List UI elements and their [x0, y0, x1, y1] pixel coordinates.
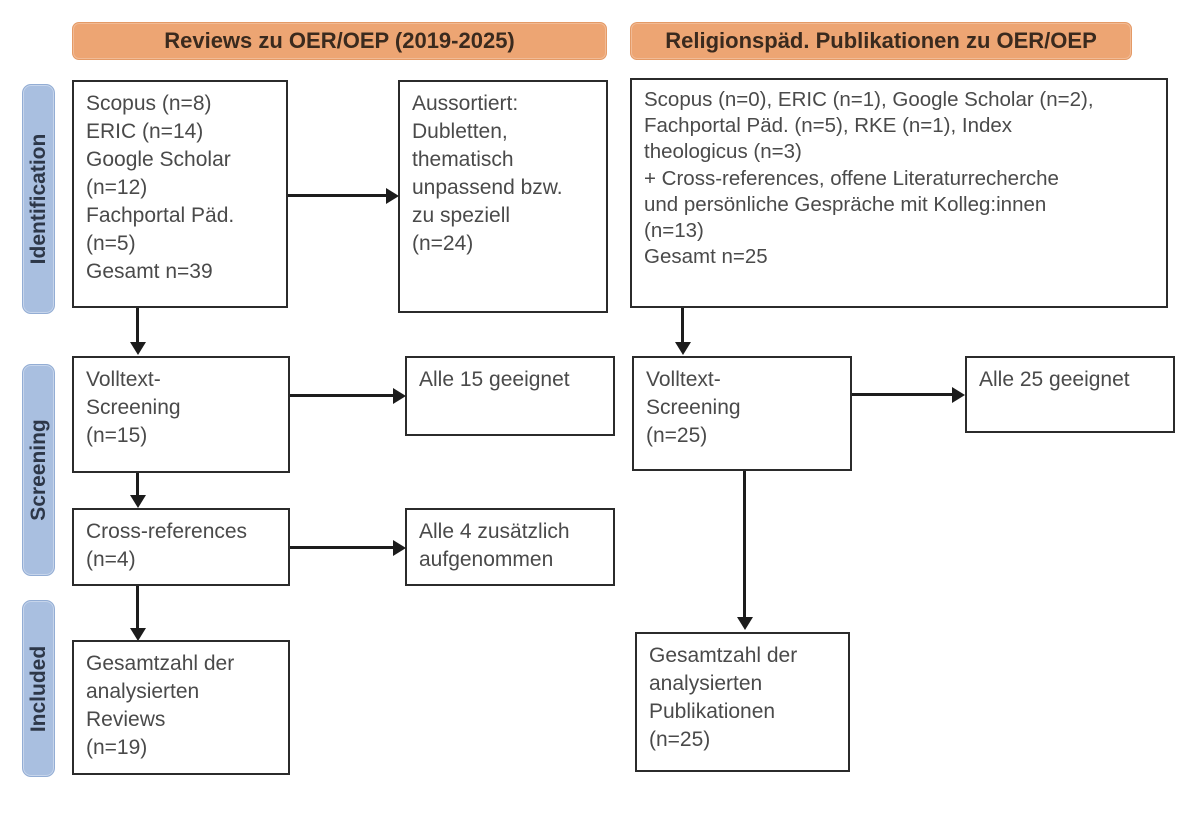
box-left-excluded: Aussortiert: Dubletten, thematisch unpas… — [398, 80, 608, 313]
box-left-all-suitable: Alle 15 geeignet — [405, 356, 615, 436]
arrowhead-left-sources-to-excluded — [386, 188, 399, 204]
box-left-fulltext-screening: Volltext- Screening (n=15) — [72, 356, 290, 473]
connector-right-sources-to-screening — [681, 308, 684, 344]
column-banner-reviews: Reviews zu OER/OEP (2019-2025) — [72, 22, 607, 60]
connector-left-screening-to-suitable — [290, 394, 393, 397]
box-right-identification-sources: Scopus (n=0), ERIC (n=1), Google Scholar… — [630, 78, 1168, 308]
connector-left-sources-to-excluded — [288, 194, 386, 197]
connector-left-screening-to-crossrefs — [136, 473, 139, 497]
stage-label-included-text: Included — [26, 645, 50, 732]
arrowhead-right-screening-to-included — [737, 617, 753, 630]
connector-left-sources-to-screening — [136, 308, 139, 344]
box-right-included-total: Gesamtzahl der analysierten Publikatione… — [635, 632, 850, 772]
arrowhead-left-crossrefs-to-included — [130, 628, 146, 641]
stage-label-screening-text: Screening — [26, 419, 50, 521]
column-banner-religionspaed-text: Religionspäd. Publikationen zu OER/OEP — [665, 28, 1097, 53]
box-left-all-added: Alle 4 zusätzlich aufgenommen — [405, 508, 615, 586]
stage-label-included: Included — [22, 600, 55, 777]
arrowhead-right-screening-to-suitable — [952, 387, 965, 403]
stage-label-identification: Identification — [22, 84, 55, 314]
arrowhead-left-crossrefs-to-added — [393, 540, 406, 556]
arrowhead-left-screening-to-suitable — [393, 388, 406, 404]
arrowhead-left-sources-to-screening — [130, 342, 146, 355]
box-right-fulltext-screening: Volltext- Screening (n=25) — [632, 356, 852, 471]
box-left-cross-references: Cross-references (n=4) — [72, 508, 290, 586]
column-banner-religionspaed: Religionspäd. Publikationen zu OER/OEP — [630, 22, 1132, 60]
box-left-identification-sources: Scopus (n=8) ERIC (n=14) Google Scholar … — [72, 80, 288, 308]
arrowhead-left-screening-to-crossrefs — [130, 495, 146, 508]
connector-right-screening-to-included — [743, 471, 746, 619]
column-banner-reviews-text: Reviews zu OER/OEP (2019-2025) — [164, 28, 515, 53]
connector-left-crossrefs-to-included — [136, 586, 139, 630]
stage-label-identification-text: Identification — [26, 133, 50, 265]
box-right-all-suitable: Alle 25 geeignet — [965, 356, 1175, 433]
connector-left-crossrefs-to-added — [290, 546, 393, 549]
box-left-included-total: Gesamtzahl der analysierten Reviews (n=1… — [72, 640, 290, 775]
connector-right-screening-to-suitable — [852, 393, 952, 396]
stage-label-screening: Screening — [22, 364, 55, 576]
arrowhead-right-sources-to-screening — [675, 342, 691, 355]
